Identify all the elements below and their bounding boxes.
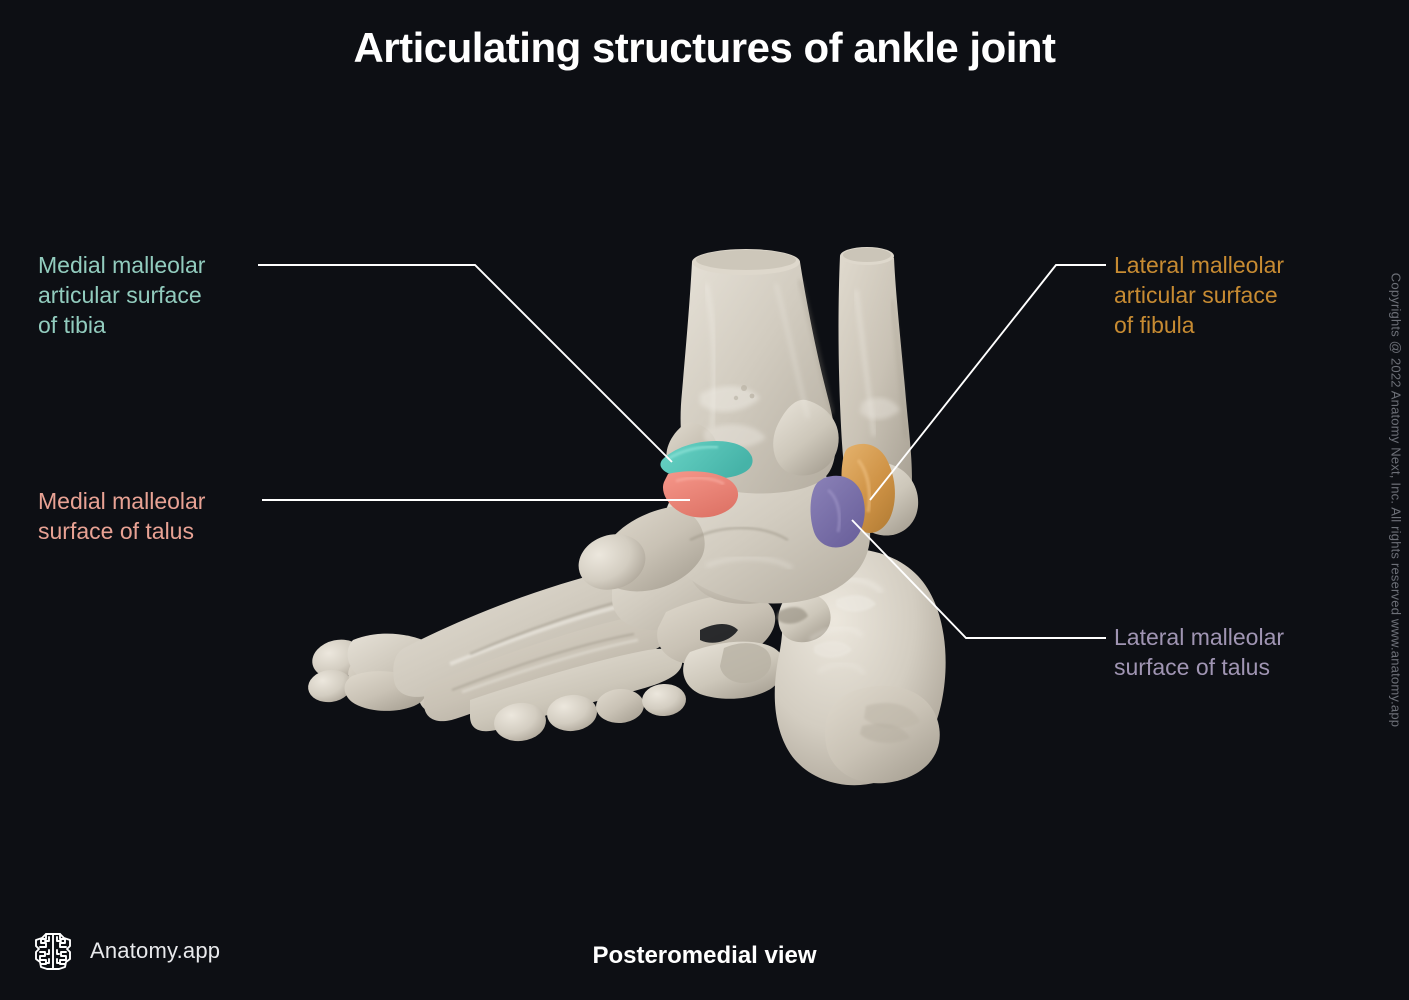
copyright-notice: Copyrights @ 2022 Anatomy Next, Inc. All… [1379,0,1409,1000]
highlight-talus-medial-surface [662,471,739,518]
page-title: Articulating structures of ankle joint [353,24,1056,71]
label-medial-malleolar-articular-surface-of-tibia: Medial malleolar articular surface of ti… [38,252,206,338]
calcaneus-bone [774,548,946,786]
leader-line-talus-lateral-surface [851,519,1106,639]
highlight-talus-lateral-surface [810,475,865,548]
leader-lines-group [258,264,1106,639]
copyright-text: Copyrights @ 2022 Anatomy Next, Inc. All… [1388,272,1404,728]
view-caption: Posteromedial view [592,942,817,969]
brand-logo[interactable]: Anatomy.app [30,928,220,974]
leader-line-tibia-articular-surface [258,264,673,463]
label-medial-malleolar-surface-of-talus: Medial malleolar surface of talus [38,488,206,544]
label-lateral-malleolar-articular-surface-of-fibula: Lateral malleolar articular surface of f… [1114,252,1285,338]
brain-icon [35,933,71,970]
tibia-bone [666,249,839,494]
highlight-tibia-articular-surface [660,441,753,480]
metatarsals-group [393,565,686,742]
label-lateral-malleolar-surface-of-talus: Lateral malleolar surface of talus [1114,624,1285,680]
brand-name: Anatomy.app [90,938,221,963]
leader-line-fibula-articular-surface [869,264,1106,501]
